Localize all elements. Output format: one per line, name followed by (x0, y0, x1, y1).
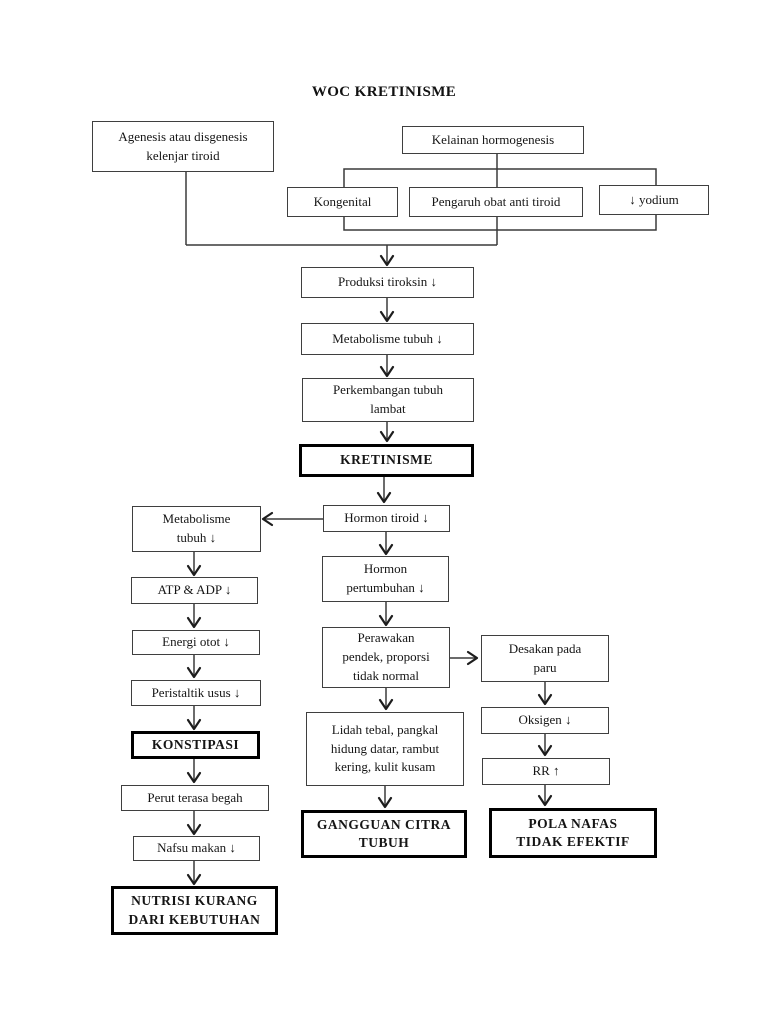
node-kongenital: Kongenital (287, 187, 398, 217)
node-perut-begah: Perut terasa begah (121, 785, 269, 811)
node-yodium: ↓ yodium (599, 185, 709, 215)
node-lidah-tebal: Lidah tebal, pangkal hidung datar, rambu… (306, 712, 464, 786)
node-konstipasi: KONSTIPASI (131, 731, 260, 759)
node-produksi-tiroksin: Produksi tiroksin ↓ (301, 267, 474, 298)
node-agenesis: Agenesis atau disgenesis kelenjar tiroid (92, 121, 274, 172)
node-rr: RR ↑ (482, 758, 610, 785)
node-gangguan-citra: GANGGUAN CITRA TUBUH (301, 810, 467, 858)
node-atp-adp: ATP & ADP ↓ (131, 577, 258, 604)
node-pengaruh-obat: Pengaruh obat anti tiroid (409, 187, 583, 217)
node-perawakan-pendek: Perawakan pendek, proporsi tidak normal (322, 627, 450, 688)
node-metabolisme-tubuh-kiri: Metabolisme tubuh ↓ (132, 506, 261, 552)
node-kretinisme: KRETINISME (299, 444, 474, 477)
node-oksigen: Oksigen ↓ (481, 707, 609, 734)
node-metabolisme-tubuh-pusat: Metabolisme tubuh ↓ (301, 323, 474, 355)
node-kelainan-hormogenesis: Kelainan hormogenesis (402, 126, 584, 154)
node-pola-nafas: POLA NAFAS TIDAK EFEKTIF (489, 808, 657, 858)
node-desakan-paru: Desakan pada paru (481, 635, 609, 682)
node-hormon-tiroid: Hormon tiroid ↓ (323, 505, 450, 532)
node-nutrisi-kurang: NUTRISI KURANG DARI KEBUTUHAN (111, 886, 278, 935)
diagram-title: WOC KRETINISME (311, 84, 457, 100)
node-nafsu-makan: Nafsu makan ↓ (133, 836, 260, 861)
node-peristaltik-usus: Peristaltik usus ↓ (131, 680, 261, 706)
node-energi-otot: Energi otot ↓ (132, 630, 260, 655)
node-hormon-pertumbuhan: Hormon pertumbuhan ↓ (322, 556, 449, 602)
node-perkembangan-tubuh: Perkembangan tubuh lambat (302, 378, 474, 422)
